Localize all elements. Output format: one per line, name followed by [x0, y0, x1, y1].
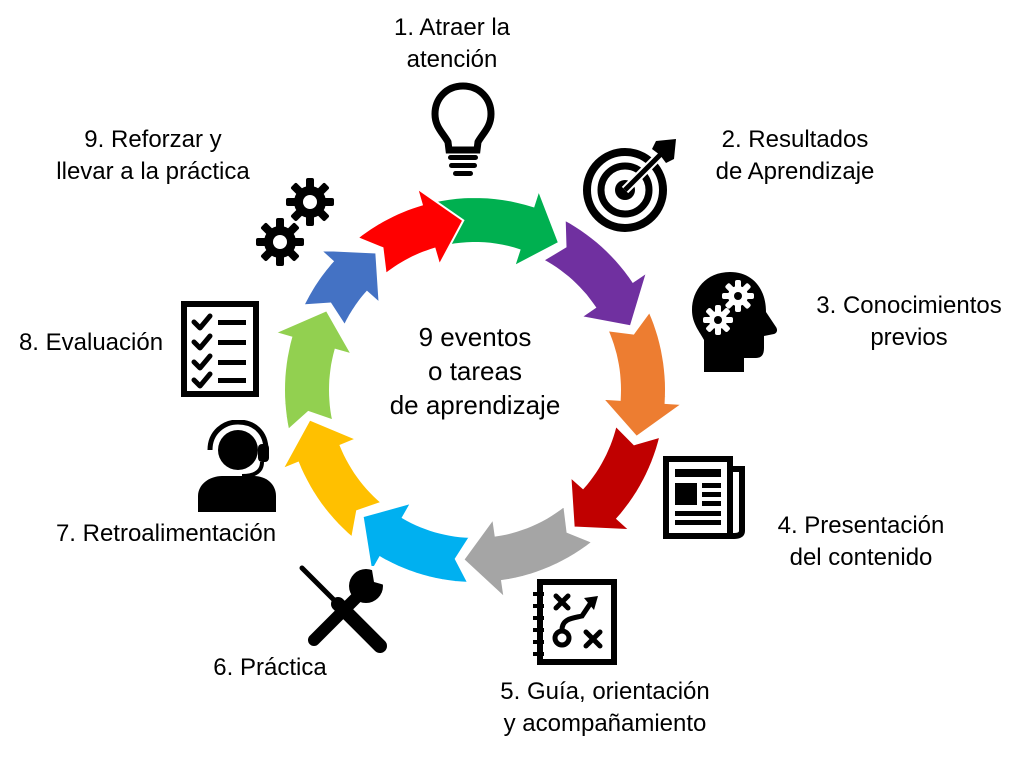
headset-person-icon: [198, 420, 276, 512]
arrow-step-1: [423, 187, 561, 269]
arrow-step-3: [600, 309, 686, 439]
step-3-label: 3. Conocimientos previos: [816, 292, 1002, 351]
arrow-step-9: [355, 185, 465, 277]
arrow-step-7: [280, 418, 384, 540]
center-title-line-3: de aprendizaje: [389, 390, 561, 420]
step-4-label: 4. Presentación del contenido: [777, 512, 945, 571]
step-6-label: 6. Práctica: [213, 654, 327, 681]
tools-icon: [299, 565, 388, 653]
step-5-label: 5. Guía, orientación y acompañamiento: [500, 678, 710, 737]
step-9-label: 9. Reforzar y llevar a la práctica: [56, 126, 250, 185]
step-8-label: 8. Evaluación: [18, 329, 164, 356]
head-gears-icon: [692, 272, 778, 372]
lightbulb-icon: [431, 82, 495, 176]
center-title-line-2: o tareas: [428, 356, 522, 386]
arrow-step-6: [361, 501, 472, 585]
step-1-label: 1. Atraer la atención: [393, 14, 511, 73]
step-2-label: 2. Resultados de Aprendizaje: [715, 126, 875, 185]
center-title: 9 eventos o tareas de aprendizaje: [345, 320, 605, 422]
center-title-line-1: 9 eventos: [418, 322, 532, 352]
step-7-label: 7. Retroalimentación: [55, 520, 277, 547]
strategy-board-icon: [533, 579, 617, 665]
target-icon: [583, 139, 676, 232]
newspaper-icon: [663, 456, 745, 539]
gears-icon: [256, 178, 334, 266]
checklist-icon: [181, 301, 259, 397]
arrow-step-4: [569, 423, 662, 532]
arrow-step-2: [541, 217, 649, 328]
arrow-step-8: [271, 308, 354, 433]
arrow-step-5: [461, 503, 595, 601]
arrow-blue: [301, 248, 381, 328]
